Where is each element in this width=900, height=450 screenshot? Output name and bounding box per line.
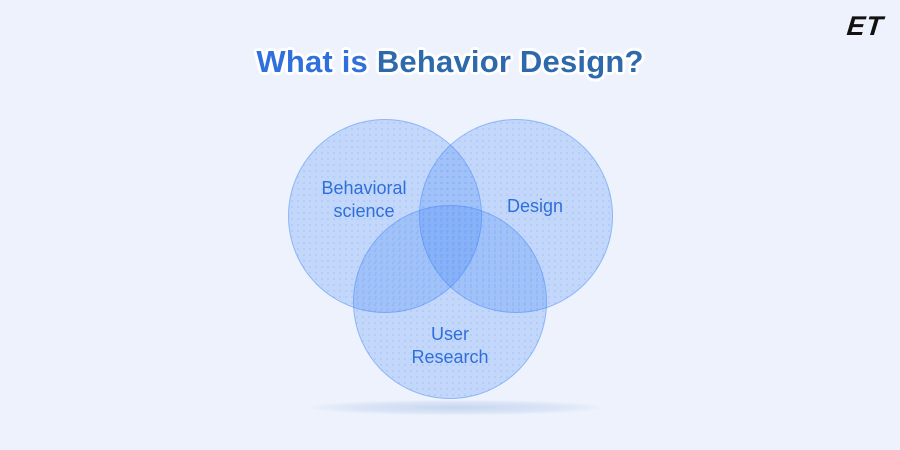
page-title: What is Behavior Design?: [0, 44, 900, 80]
ground-shadow: [311, 400, 601, 415]
venn-label-behavioral-science: Behavioral science: [321, 178, 407, 221]
venn-label-user-research: User Research: [411, 324, 489, 367]
venn-circle-user-research: [353, 205, 547, 399]
venn-label-design: Design: [506, 196, 564, 216]
title-highlight-text: What is: [256, 44, 369, 79]
title-rest-text: Behavior Design?: [376, 44, 644, 79]
